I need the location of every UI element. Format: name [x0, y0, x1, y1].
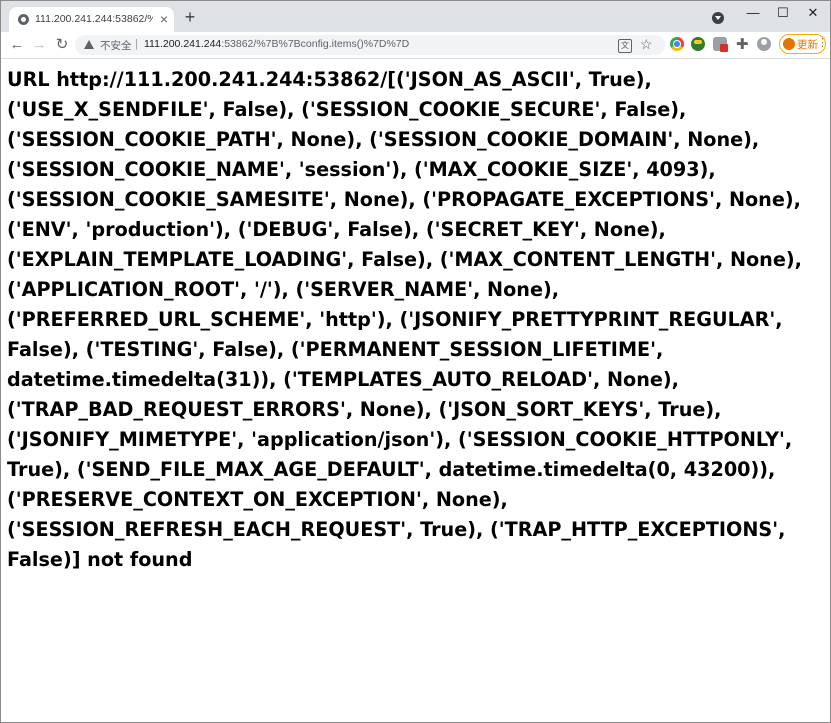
extension-icon[interactable]	[691, 37, 705, 51]
puzzle-icon[interactable]: ✚	[736, 36, 749, 53]
url-host: 111.200.241.244	[144, 38, 222, 50]
tab-title: 111.200.241.244:53862/%7B%	[35, 13, 153, 25]
chevron-down-icon[interactable]	[712, 12, 724, 24]
globe-icon	[18, 14, 29, 25]
new-tab-button[interactable]: +	[184, 7, 196, 27]
extension-badge-icon[interactable]	[713, 37, 728, 52]
minimize-button[interactable]: —	[746, 5, 760, 20]
avatar-icon[interactable]	[757, 37, 771, 51]
address-separator: |	[135, 38, 138, 50]
security-label[interactable]: 不安全	[100, 40, 132, 52]
url-path: :53862/%7B%7Bconfig.items()%7D%7D	[221, 38, 410, 50]
update-button[interactable]: 更新 ⋮	[779, 34, 828, 54]
close-window-button[interactable]: ✕	[807, 5, 819, 20]
not-found-message: URL http://111.200.241.244:53862/[('JSON…	[7, 68, 802, 571]
translate-icon[interactable]: 文	[618, 39, 632, 53]
menu-dots-icon: ⋮	[817, 37, 828, 49]
maximize-button[interactable]: ☐	[777, 5, 789, 20]
address-bar[interactable]: 不安全 | 111.200.241.244:53862/%7B%7Bconfig…	[75, 35, 665, 55]
back-button[interactable]: ←	[9, 36, 25, 53]
forward-button[interactable]: →	[31, 36, 47, 53]
browser-tab[interactable]: 111.200.241.244:53862/%7B% ×	[9, 7, 174, 32]
url-text[interactable]: 111.200.241.244:53862/%7B%7Bconfig.items…	[144, 38, 409, 50]
tab-close-button[interactable]: ×	[159, 11, 169, 27]
warning-icon[interactable]	[84, 40, 94, 49]
update-label: 更新	[797, 39, 818, 51]
update-avatar-icon	[783, 38, 795, 50]
reload-button[interactable]: ↻	[55, 36, 69, 53]
star-icon[interactable]: ☆	[640, 36, 653, 52]
tab-strip: 111.200.241.244:53862/%7B% × + — ☐ ✕	[1, 1, 830, 32]
browser-toolbar: ← → ↻ 不安全 | 111.200.241.244:53862/%7B%7B…	[1, 32, 830, 59]
chrome-extension-icon[interactable]	[670, 37, 684, 51]
